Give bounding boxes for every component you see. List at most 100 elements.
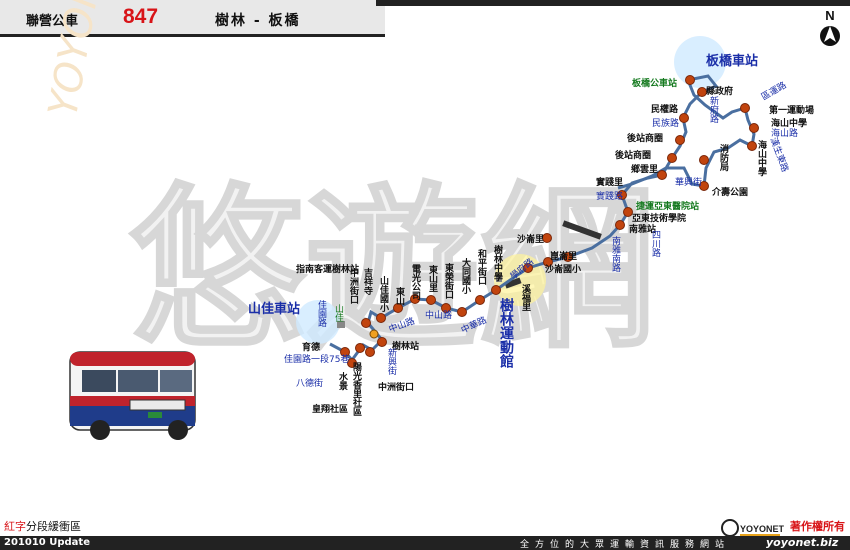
shanjia-halo <box>296 300 340 344</box>
route-name: 樹林 - 板橋 <box>215 13 301 29</box>
stop-label-s1: 育德 <box>302 343 321 353</box>
park-label: 樹林運動館 <box>498 298 514 368</box>
stop-dot-s3 <box>355 343 365 353</box>
stop-label-s12: 電光公司 <box>410 264 420 300</box>
stop-label-s11: 東山 <box>394 287 404 305</box>
footer-slogan: 全方位的大眾運輸資訊服務網站 <box>520 540 731 550</box>
stop-label-s27: 後站商圈 <box>615 151 652 161</box>
operator-label: 聯營公車 <box>26 14 79 29</box>
stop-label-s3: 皇翔社區 <box>312 405 349 415</box>
stop-dot-s6 <box>361 318 371 328</box>
railway-segment-2 <box>504 277 522 289</box>
stop-dot-s10 <box>377 337 387 347</box>
watermark-text: 悠遊網 <box>130 169 655 372</box>
stop-label-s5: 中洲街口 <box>378 383 415 393</box>
yoyonet-logo: YOYONET <box>721 519 785 537</box>
stop-dot-s32 <box>747 141 757 151</box>
stop-dot-s5 <box>365 347 375 357</box>
stop-dot-s8 <box>376 313 386 323</box>
stop-dot-s9 <box>337 321 345 328</box>
road-label-r13: 民族路 <box>652 119 680 129</box>
stop-dot-s15 <box>457 307 467 317</box>
road-label-r10: 四川路 <box>650 230 660 257</box>
stop-label-s19: 沙崙國小 <box>545 265 582 275</box>
road-label-r4: 新興街 <box>386 348 396 375</box>
header-rule <box>376 0 850 6</box>
stop-dot-s35 <box>697 87 707 97</box>
stop-label-s34: 第一運動場 <box>769 106 815 116</box>
stop-dot-s26 <box>657 170 667 180</box>
stop-label-s20: 崑崙里 <box>550 252 578 262</box>
stop-dot-s28 <box>675 135 685 145</box>
stop-dot-extra <box>496 276 502 282</box>
stop-label-s31: 介壽公園 <box>712 188 749 198</box>
footer-site[interactable]: yoyonet.biz <box>766 536 839 549</box>
road-label-r18: 山佳 <box>333 304 343 322</box>
stop-dot-s34 <box>740 103 750 113</box>
compass-n: N <box>825 8 834 23</box>
banqiao-halo <box>674 36 726 88</box>
road-label-r2: 佳園路一段75巷 <box>284 355 350 365</box>
logo-text: YOYONET <box>740 524 785 534</box>
stop-dot-s16 <box>475 295 485 305</box>
stop-label-s24: 捷運亞東醫院站 <box>636 202 700 212</box>
stop-label-s2: 水景 <box>337 372 347 390</box>
stop-label-s21: 沙崙里 <box>517 235 545 245</box>
stop-label-s29: 民權路 <box>651 105 679 115</box>
stop-label-s35: 縣政府 <box>706 87 734 97</box>
stop-dot-s20 <box>563 252 573 262</box>
route-number: 847 <box>123 5 159 28</box>
stop-label-s33: 海山中學 <box>771 119 808 129</box>
stop-dot-s2 <box>347 358 357 368</box>
terminal-banqiao: 板橋車站 <box>706 54 759 69</box>
stop-dot-s21 <box>542 233 552 243</box>
stop-label-s28: 後站商圈 <box>627 134 664 144</box>
stop-label-s7: 吉祥寺 <box>362 268 372 295</box>
stop-dot-s22 <box>615 220 625 230</box>
stop-dot-s17 <box>491 285 501 295</box>
road-label-r14: 新府路 <box>708 96 718 123</box>
north-arrow-icon: N <box>820 8 840 46</box>
road-label-r11: 實踐路 <box>596 192 624 202</box>
stop-label-s36: 板橋公車站 <box>632 79 678 89</box>
stop-dot-s1 <box>340 347 350 357</box>
stop-dots <box>340 75 759 368</box>
stop-dot-s12 <box>410 294 420 304</box>
road-label-r6: 中山路 <box>425 311 453 321</box>
stop-label-s30: 消防局 <box>718 144 728 171</box>
stop-dot-s13 <box>426 295 436 305</box>
stop-label-s32: 海山中學 <box>756 140 766 176</box>
road-label-r1: 佳園路 <box>316 300 326 327</box>
road-label-r3: 八德街 <box>296 379 324 389</box>
stop-label-s9: 指南客運樹林站 <box>296 265 360 275</box>
legend-red-text: 紅字 <box>4 520 26 533</box>
stop-dot-s27 <box>667 153 677 163</box>
legend-text: 分段緩衝區 <box>26 520 81 533</box>
road-label-r12: 華興街 <box>675 178 703 188</box>
header-bar <box>0 0 850 38</box>
stop-dot-s36 <box>685 75 695 85</box>
bus-illustration <box>69 351 196 440</box>
stop-label-s10: 樹林站 <box>392 342 420 352</box>
road-label-r9: 南雅南路 <box>610 236 620 272</box>
stop-label-s6: 中洲街口 <box>348 268 358 304</box>
stop-label-s8: 山佳國小 <box>378 276 388 312</box>
stop-dot-s29 <box>679 113 689 123</box>
stop-dot-s19 <box>543 257 553 267</box>
side-watermark: YOYONET <box>40 0 119 120</box>
header-band <box>0 0 385 37</box>
copyright: 著作權所有 <box>790 520 845 533</box>
terminal-shanjia: 山佳車站 <box>248 302 301 317</box>
stop-label-s16: 和平街口 <box>476 249 486 285</box>
road-label-r16: 海山路 <box>771 129 799 139</box>
footer-date: 201010 Update <box>4 537 90 548</box>
stop-label-s18: 溪福里 <box>520 284 530 311</box>
stop-label-s4: 陽光香里社區 <box>351 362 361 416</box>
stop-dot-s18 <box>523 263 533 273</box>
stop-label-s13: 東山里 <box>427 265 437 292</box>
stop-label-s17: 樹林中學 <box>492 245 502 281</box>
stop-label-s15: 大同國小 <box>460 258 470 294</box>
stop-label-s14: 東榮街口 <box>443 263 453 299</box>
stop-dot-s31 <box>699 181 709 191</box>
